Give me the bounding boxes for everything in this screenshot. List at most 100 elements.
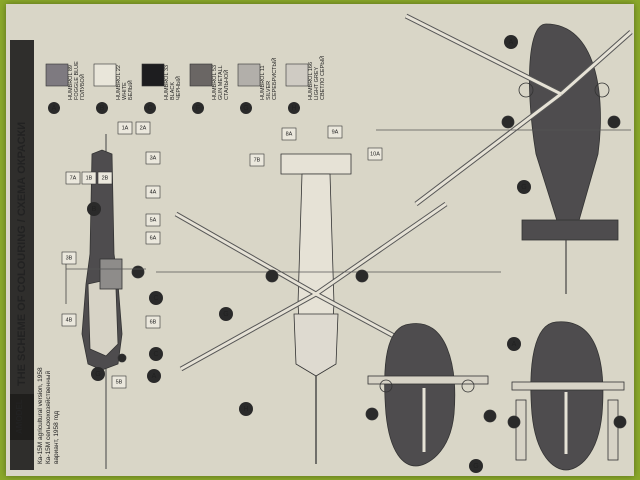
- svg-text:G: G: [223, 311, 228, 318]
- svg-text:BLACK: BLACK: [170, 82, 176, 100]
- svg-text:ЧЕРНЫЙ: ЧЕРНЫЙ: [174, 76, 182, 100]
- decal-tag: 7A: [65, 171, 81, 185]
- marker-a: A: [504, 35, 518, 49]
- palette-item-b: B HUMBROL 22 WHITE БЕЛЫЙ: [93, 63, 134, 114]
- subtitle-line-2: Ка-15М сельскохозяйственный: [44, 371, 52, 464]
- svg-text:C: C: [153, 295, 158, 302]
- svg-text:4A: 4A: [150, 189, 157, 195]
- svg-text:C: C: [147, 105, 152, 112]
- svg-text:1A: 1A: [122, 125, 129, 131]
- brand-logo: AMODEL: [15, 399, 24, 434]
- marker-c-2: C: [149, 347, 163, 361]
- svg-text:1B: 1B: [86, 175, 93, 181]
- marker-g-3: G: [469, 459, 483, 473]
- decal-tag: 2A: [135, 121, 151, 135]
- svg-text:F: F: [196, 105, 200, 112]
- svg-text:HUMBROL 53: HUMBROL 53: [212, 65, 218, 100]
- decal-tags: 1A 2A 3A 4A 5A 6A 7A 1B 2B 3B 4B 5B 6B 7…: [61, 121, 383, 389]
- subtitle-line-3: вариант, 1958 год: [53, 411, 60, 464]
- svg-text:4B: 4B: [66, 317, 73, 323]
- bottom-view: [376, 13, 633, 294]
- subtitle: Ка-15М agricultural version, 1958 Ка-15М…: [37, 367, 60, 464]
- svg-text:10A: 10A: [370, 151, 380, 157]
- svg-text:FOGGLE BLUE: FOGGLE BLUE: [74, 61, 80, 100]
- subtitle-line-1: Ка-15М agricultural version, 1958: [37, 367, 44, 464]
- svg-text:БЕЛЫЙ: БЕЛЫЙ: [126, 80, 134, 100]
- decal-tag: 5A: [145, 213, 161, 227]
- svg-text:C: C: [153, 351, 158, 358]
- decal-tag: 5B: [111, 375, 127, 389]
- decal-tag: 3B: [61, 251, 77, 265]
- svg-text:3A: 3A: [150, 155, 157, 161]
- callout-markers: A G G H A G C C B G A: [87, 35, 531, 473]
- svg-text:СЕРЕБРИСТЫЙ: СЕРЕБРИСТЫЙ: [270, 58, 278, 100]
- instruction-sheet: AMODEL THE SCHEME OF COLOURING / СХЕМА О…: [6, 4, 634, 476]
- svg-text:6B: 6B: [150, 319, 157, 325]
- svg-text:5A: 5A: [150, 217, 157, 223]
- marker-h: H: [239, 402, 253, 416]
- svg-text:СТАЛЬНОЙ: СТАЛЬНОЙ: [222, 70, 230, 100]
- svg-text:G: G: [473, 463, 478, 470]
- svg-text:WHITE: WHITE: [122, 82, 128, 100]
- svg-text:A: A: [509, 39, 514, 46]
- palette-item-c: C HUMBROL 33 BLACK ЧЕРНЫЙ: [141, 63, 182, 114]
- decal-tag: 8A: [281, 127, 297, 141]
- top-view: [156, 153, 501, 464]
- svg-text:3B: 3B: [66, 255, 73, 261]
- marker-g-2: G: [219, 307, 233, 321]
- decal-tag: 7B: [249, 153, 265, 167]
- rear-view: [507, 321, 627, 471]
- marker-a-2: A: [507, 337, 521, 351]
- svg-text:G: G: [521, 184, 526, 191]
- svg-text:GUN METALL: GUN METALL: [218, 65, 224, 100]
- svg-text:B: B: [92, 206, 97, 213]
- decal-tag: 4A: [145, 185, 161, 199]
- svg-text:B: B: [100, 105, 105, 112]
- colouring-scheme-drawing: AMODEL THE SCHEME OF COLOURING / СХЕМА О…: [10, 13, 633, 473]
- svg-text:G: G: [243, 105, 248, 112]
- decal-tag: 2B: [97, 171, 113, 185]
- title-bar: AMODEL THE SCHEME OF COLOURING / СХЕМА О…: [10, 40, 34, 470]
- svg-text:9A: 9A: [332, 129, 339, 135]
- decal-tag: 3A: [145, 151, 161, 165]
- palette-item-h: H HUMBROL 166 LIGHT GREY СВЕТЛО СЕРЫЙ: [285, 56, 326, 114]
- svg-text:LIGHT GREY: LIGHT GREY: [314, 66, 320, 100]
- side-view: [65, 134, 146, 469]
- marker-b: B: [87, 202, 101, 216]
- decal-tag: 1B: [81, 171, 97, 185]
- decal-tag: 10A: [367, 147, 383, 161]
- svg-text:8A: 8A: [286, 131, 293, 137]
- svg-text:SILVER: SILVER: [266, 81, 272, 100]
- svg-text:H: H: [291, 105, 296, 112]
- decal-tag: 4B: [61, 313, 77, 327]
- svg-text:HUMBROL 33: HUMBROL 33: [164, 65, 170, 100]
- palette-legend: A HUMBROL 89 FOGGLE BLUE ГОЛУБОЙ B HUMBR…: [45, 56, 326, 114]
- svg-text:G: G: [95, 371, 100, 378]
- svg-text:A: A: [512, 341, 517, 348]
- svg-text:7B: 7B: [254, 157, 261, 163]
- marker-a-3: A: [147, 369, 161, 383]
- svg-text:A: A: [152, 373, 157, 380]
- page-title: THE SCHEME OF COLOURING / СХЕМА ОКРАСКИ: [16, 122, 28, 386]
- palette-item-f: F HUMBROL 53 GUN METALL СТАЛЬНОЙ: [189, 63, 230, 114]
- marker-g: G: [517, 180, 531, 194]
- svg-text:H: H: [243, 406, 248, 413]
- svg-text:ГОЛУБОЙ: ГОЛУБОЙ: [78, 74, 86, 100]
- decal-tag: 6A: [145, 231, 161, 245]
- decal-tag: 1A: [117, 121, 133, 135]
- svg-text:HUMBROL 11: HUMBROL 11: [260, 65, 266, 100]
- front-view: [365, 323, 497, 467]
- decal-tag: 6B: [145, 315, 161, 329]
- marker-c: C: [149, 291, 163, 305]
- marker-g-4: G: [91, 367, 105, 381]
- svg-text:2A: 2A: [140, 125, 147, 131]
- svg-text:2B: 2B: [102, 175, 109, 181]
- palette-item-g: G HUMBROL 11 SILVER СЕРЕБРИСТЫЙ: [237, 58, 278, 114]
- decal-tag: 9A: [327, 125, 343, 139]
- svg-text:7A: 7A: [70, 175, 77, 181]
- svg-text:5B: 5B: [116, 379, 123, 385]
- svg-text:HUMBROL 89: HUMBROL 89: [68, 65, 74, 100]
- svg-text:A: A: [52, 105, 57, 112]
- svg-text:6A: 6A: [150, 235, 157, 241]
- palette-item-a: A HUMBROL 89 FOGGLE BLUE ГОЛУБОЙ: [45, 61, 86, 114]
